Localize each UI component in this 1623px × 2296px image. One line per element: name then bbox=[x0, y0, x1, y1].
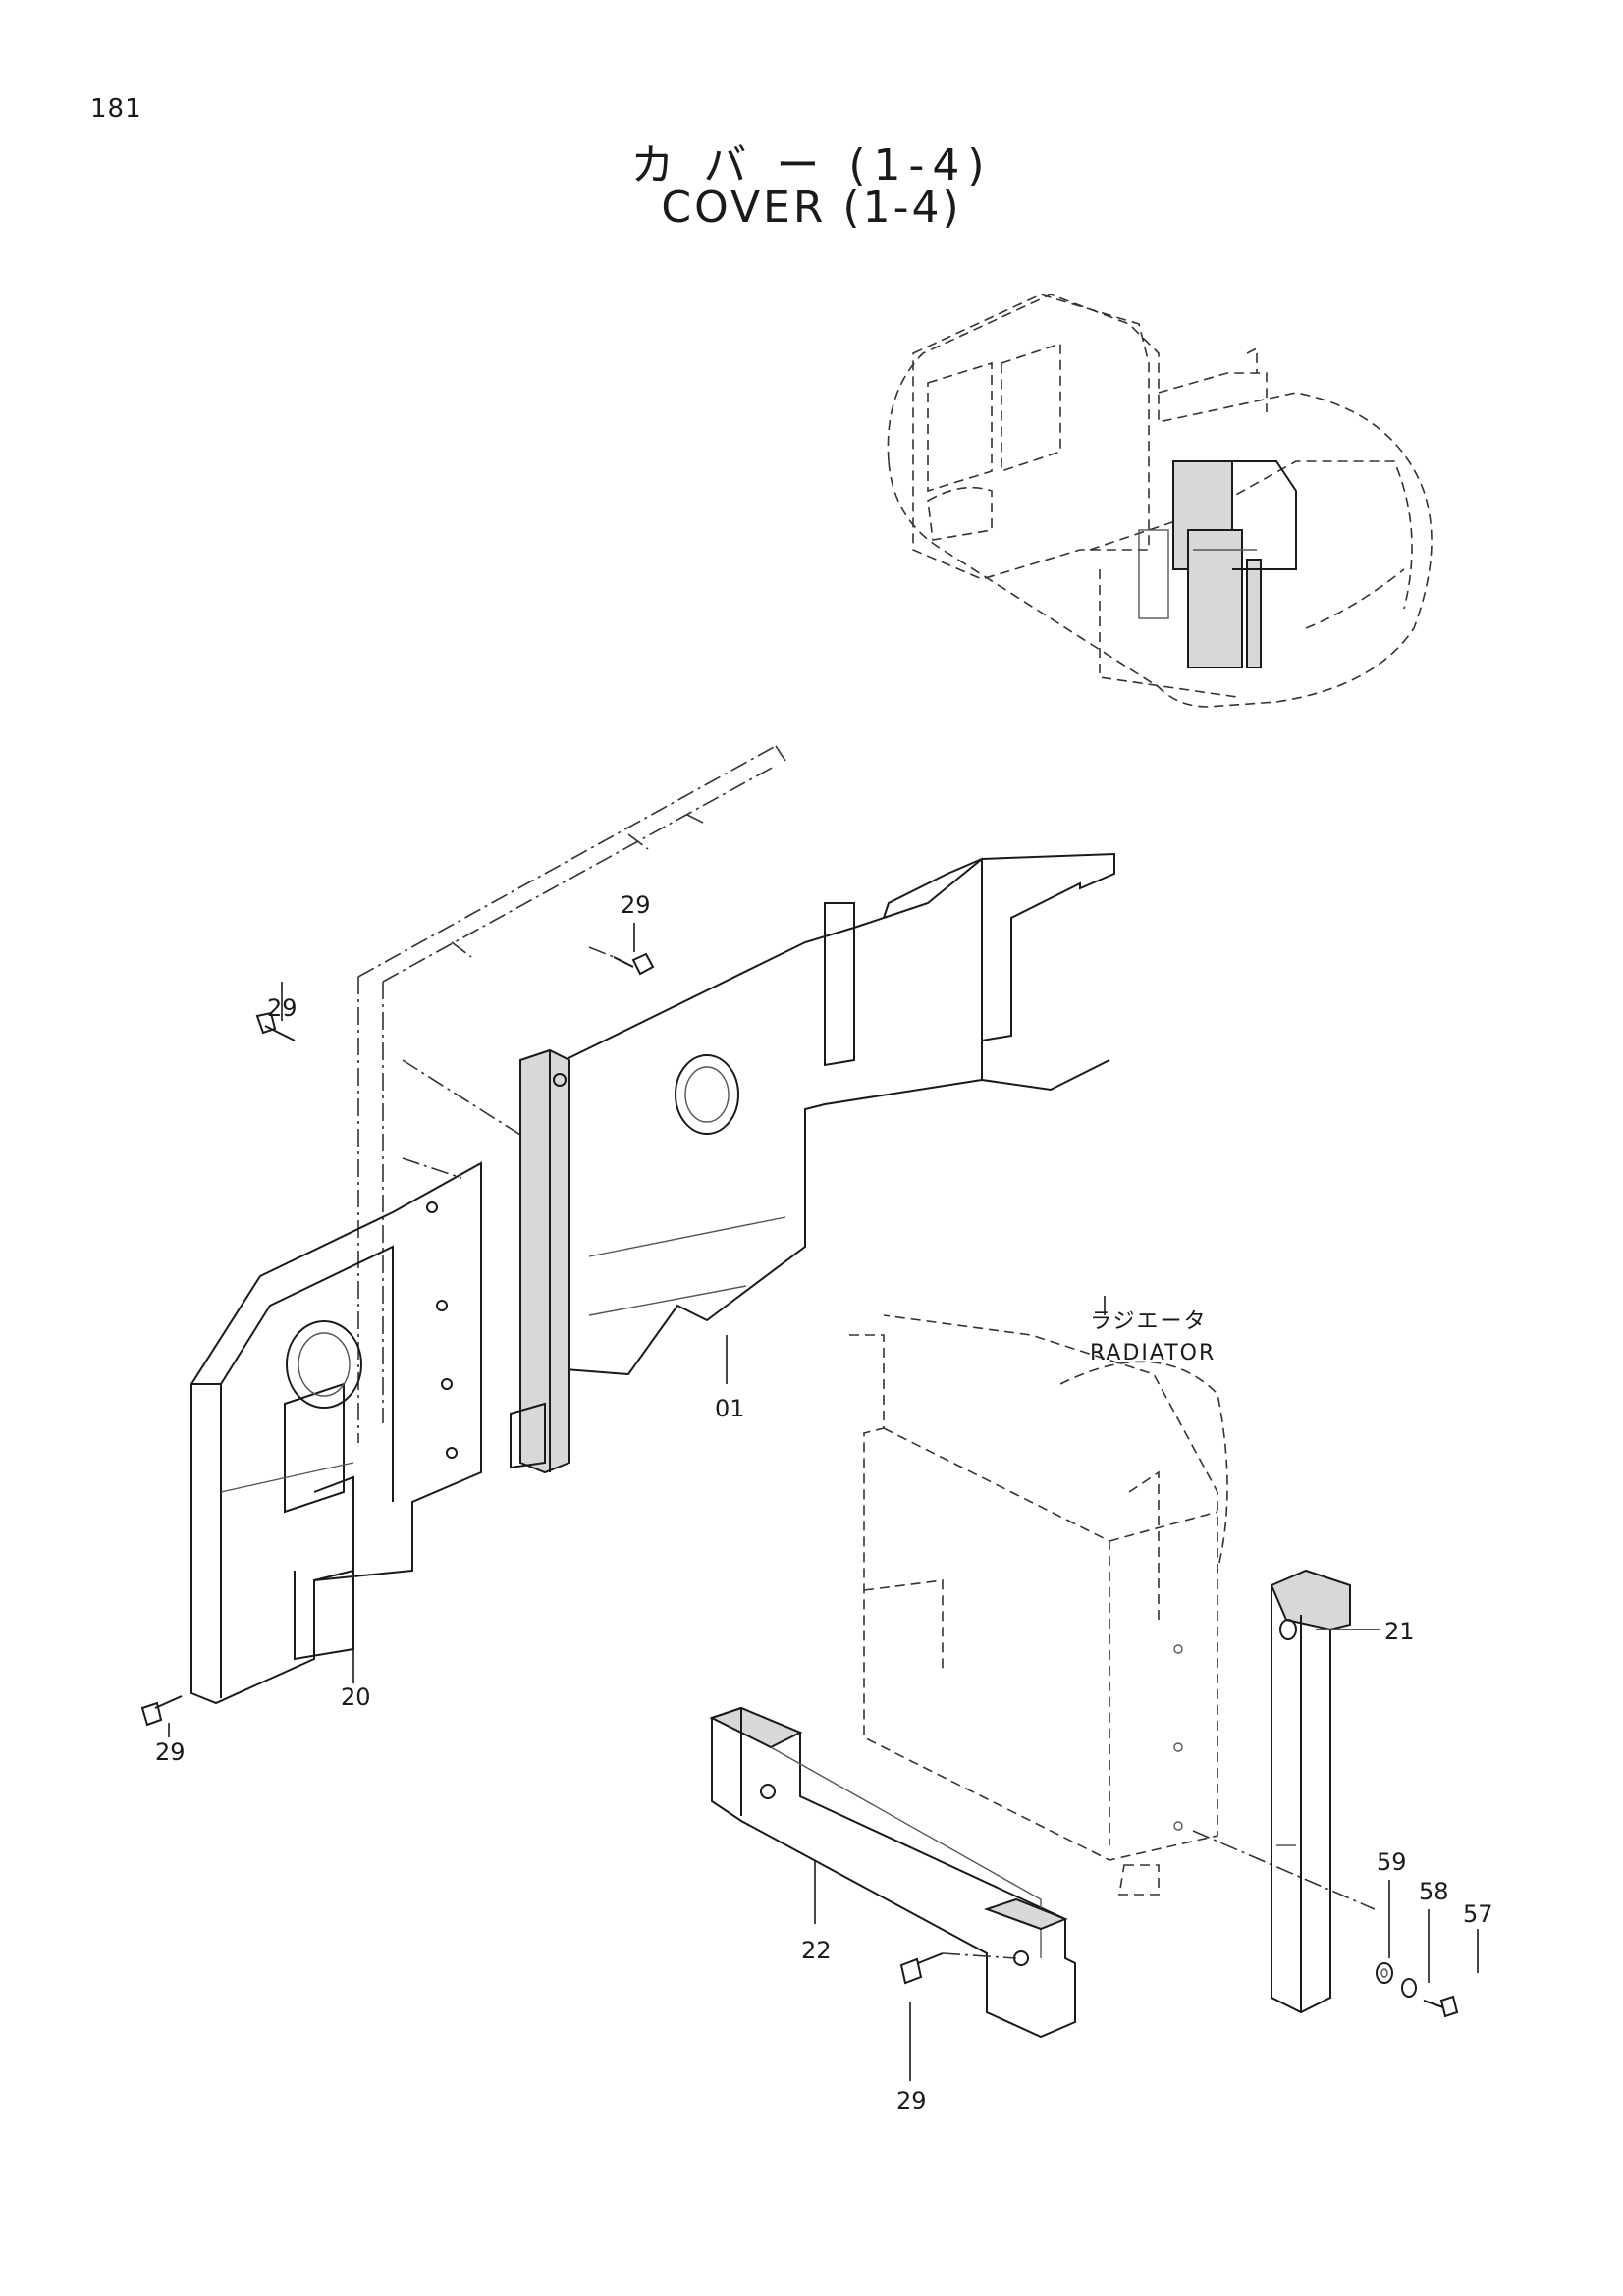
part-21-vertical-strip bbox=[1270, 1569, 1351, 2014]
washer-58 bbox=[1401, 1978, 1417, 1998]
radiator-label-japanese: ラジエータ bbox=[1090, 1309, 1208, 1334]
radiator-label-english: RADIATOR bbox=[1090, 1341, 1216, 1365]
page-number: 181 bbox=[90, 94, 142, 124]
callout-21: 21 bbox=[1384, 1618, 1415, 1645]
part-01-cover-plate bbox=[510, 852, 1115, 1474]
bolt-29-bottom bbox=[899, 1952, 1017, 1985]
leader-lines bbox=[168, 923, 1479, 2081]
bolt-29-top bbox=[588, 946, 655, 976]
callout-29-bottom-left: 29 bbox=[155, 1738, 186, 1766]
callout-22: 22 bbox=[801, 1937, 832, 1964]
bolt-29-left bbox=[255, 1011, 296, 1041]
callout-29-bottom: 29 bbox=[896, 2087, 927, 2114]
callout-29-left: 29 bbox=[267, 994, 298, 1022]
callout-01: 01 bbox=[715, 1395, 745, 1422]
part-20-side-cover bbox=[190, 1161, 482, 1705]
callout-59: 59 bbox=[1377, 1848, 1407, 1876]
callout-58: 58 bbox=[1419, 1878, 1449, 1905]
frame-reference-lines bbox=[357, 745, 786, 1443]
radiator-reference bbox=[849, 1314, 1376, 1910]
callout-20: 20 bbox=[341, 1683, 371, 1711]
part-22-bottom-bracket bbox=[709, 1706, 1076, 2039]
bolt-29-bottom-left bbox=[140, 1695, 183, 1727]
title-japanese: カ バ ー (1-4) bbox=[630, 140, 993, 190]
callout-57: 57 bbox=[1463, 1900, 1493, 1928]
excavator-overview-illustration bbox=[887, 294, 1433, 708]
washer-59 bbox=[1376, 1962, 1393, 1984]
callout-29-top: 29 bbox=[621, 891, 651, 919]
bolt-57 bbox=[1423, 1995, 1459, 2018]
title-english: COVER (1-4) bbox=[661, 183, 962, 233]
